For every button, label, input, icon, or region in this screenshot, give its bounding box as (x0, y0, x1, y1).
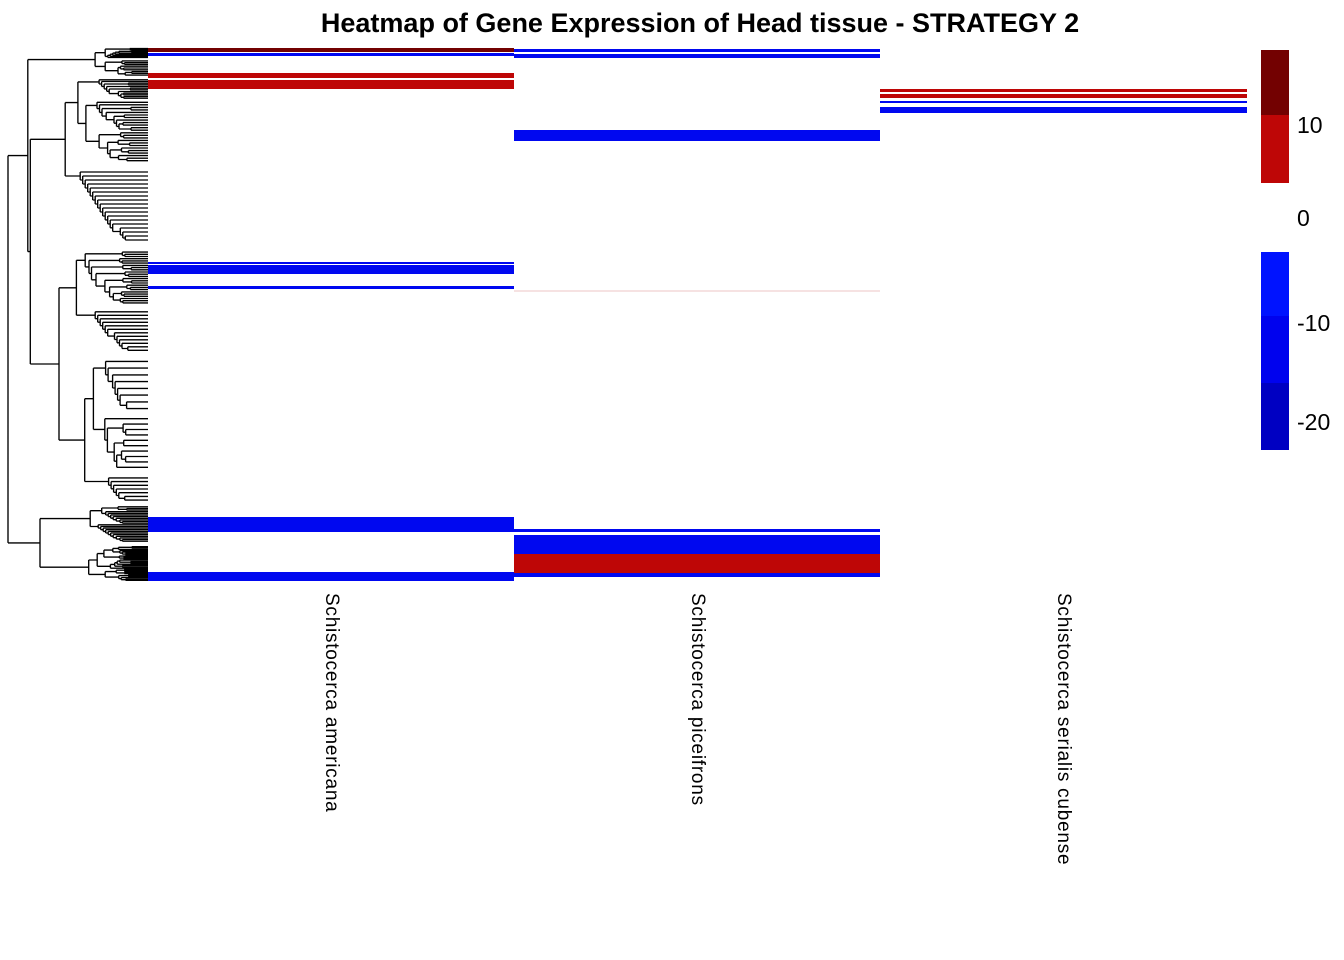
legend-color-segment (1261, 316, 1289, 383)
legend-color-segment (1261, 115, 1289, 183)
heatmap-band-americana (148, 262, 514, 264)
heatmap-band-piceifrons (514, 535, 880, 554)
heatmap-band-serialis_cubense (880, 101, 1247, 103)
legend-colorbar (1261, 50, 1289, 450)
legend-color-segment (1261, 383, 1289, 450)
legend-tick-label: 10 (1297, 112, 1323, 138)
heatmap-band-piceifrons (514, 130, 880, 141)
heatmap-band-serialis_cubense (880, 94, 1247, 98)
heatmap-band-piceifrons (514, 573, 880, 577)
color-scale-legend: 10 0 -10 -20 (1261, 50, 1344, 460)
legend-tick-label: -20 (1297, 409, 1331, 435)
column-label-americana: Schistocerca americana (321, 593, 342, 813)
heatmap-band-americana (148, 286, 514, 289)
heatmap-band-piceifrons (514, 290, 880, 292)
heatmap-band-piceifrons (514, 529, 880, 532)
row-dendrogram (7, 47, 148, 581)
dendrogram-branches (7, 47, 148, 581)
heatmap-band-piceifrons (514, 49, 880, 52)
heatmap-band-americana (148, 572, 514, 581)
column-label-piceifrons: Schistocerca piceifrons (687, 593, 708, 806)
heatmap-band-americana (148, 517, 514, 532)
legend-tick-label: -10 (1297, 310, 1331, 336)
heatmap-band-americana (148, 80, 514, 89)
legend-color-segment (1261, 183, 1289, 252)
column-label-serialis-cubense: Schistocerca serialis cubense (1053, 593, 1074, 866)
legend-color-segment (1261, 50, 1289, 115)
chart-title: Heatmap of Gene Expression of Head tissu… (320, 8, 1080, 38)
legend-color-segment (1261, 252, 1289, 316)
heatmap-grid (148, 48, 1247, 582)
heatmap-band-americana (148, 73, 514, 78)
heatmap-band-americana (148, 53, 514, 56)
heatmap-band-serialis_cubense (880, 107, 1247, 113)
legend-tick-label: 0 (1297, 205, 1310, 231)
heatmap-band-americana (148, 265, 514, 274)
heatmap-band-piceifrons (514, 554, 880, 573)
heatmap-band-serialis_cubense (880, 89, 1247, 92)
heatmap-band-americana (148, 48, 514, 52)
heatmap-band-piceifrons (514, 54, 880, 58)
